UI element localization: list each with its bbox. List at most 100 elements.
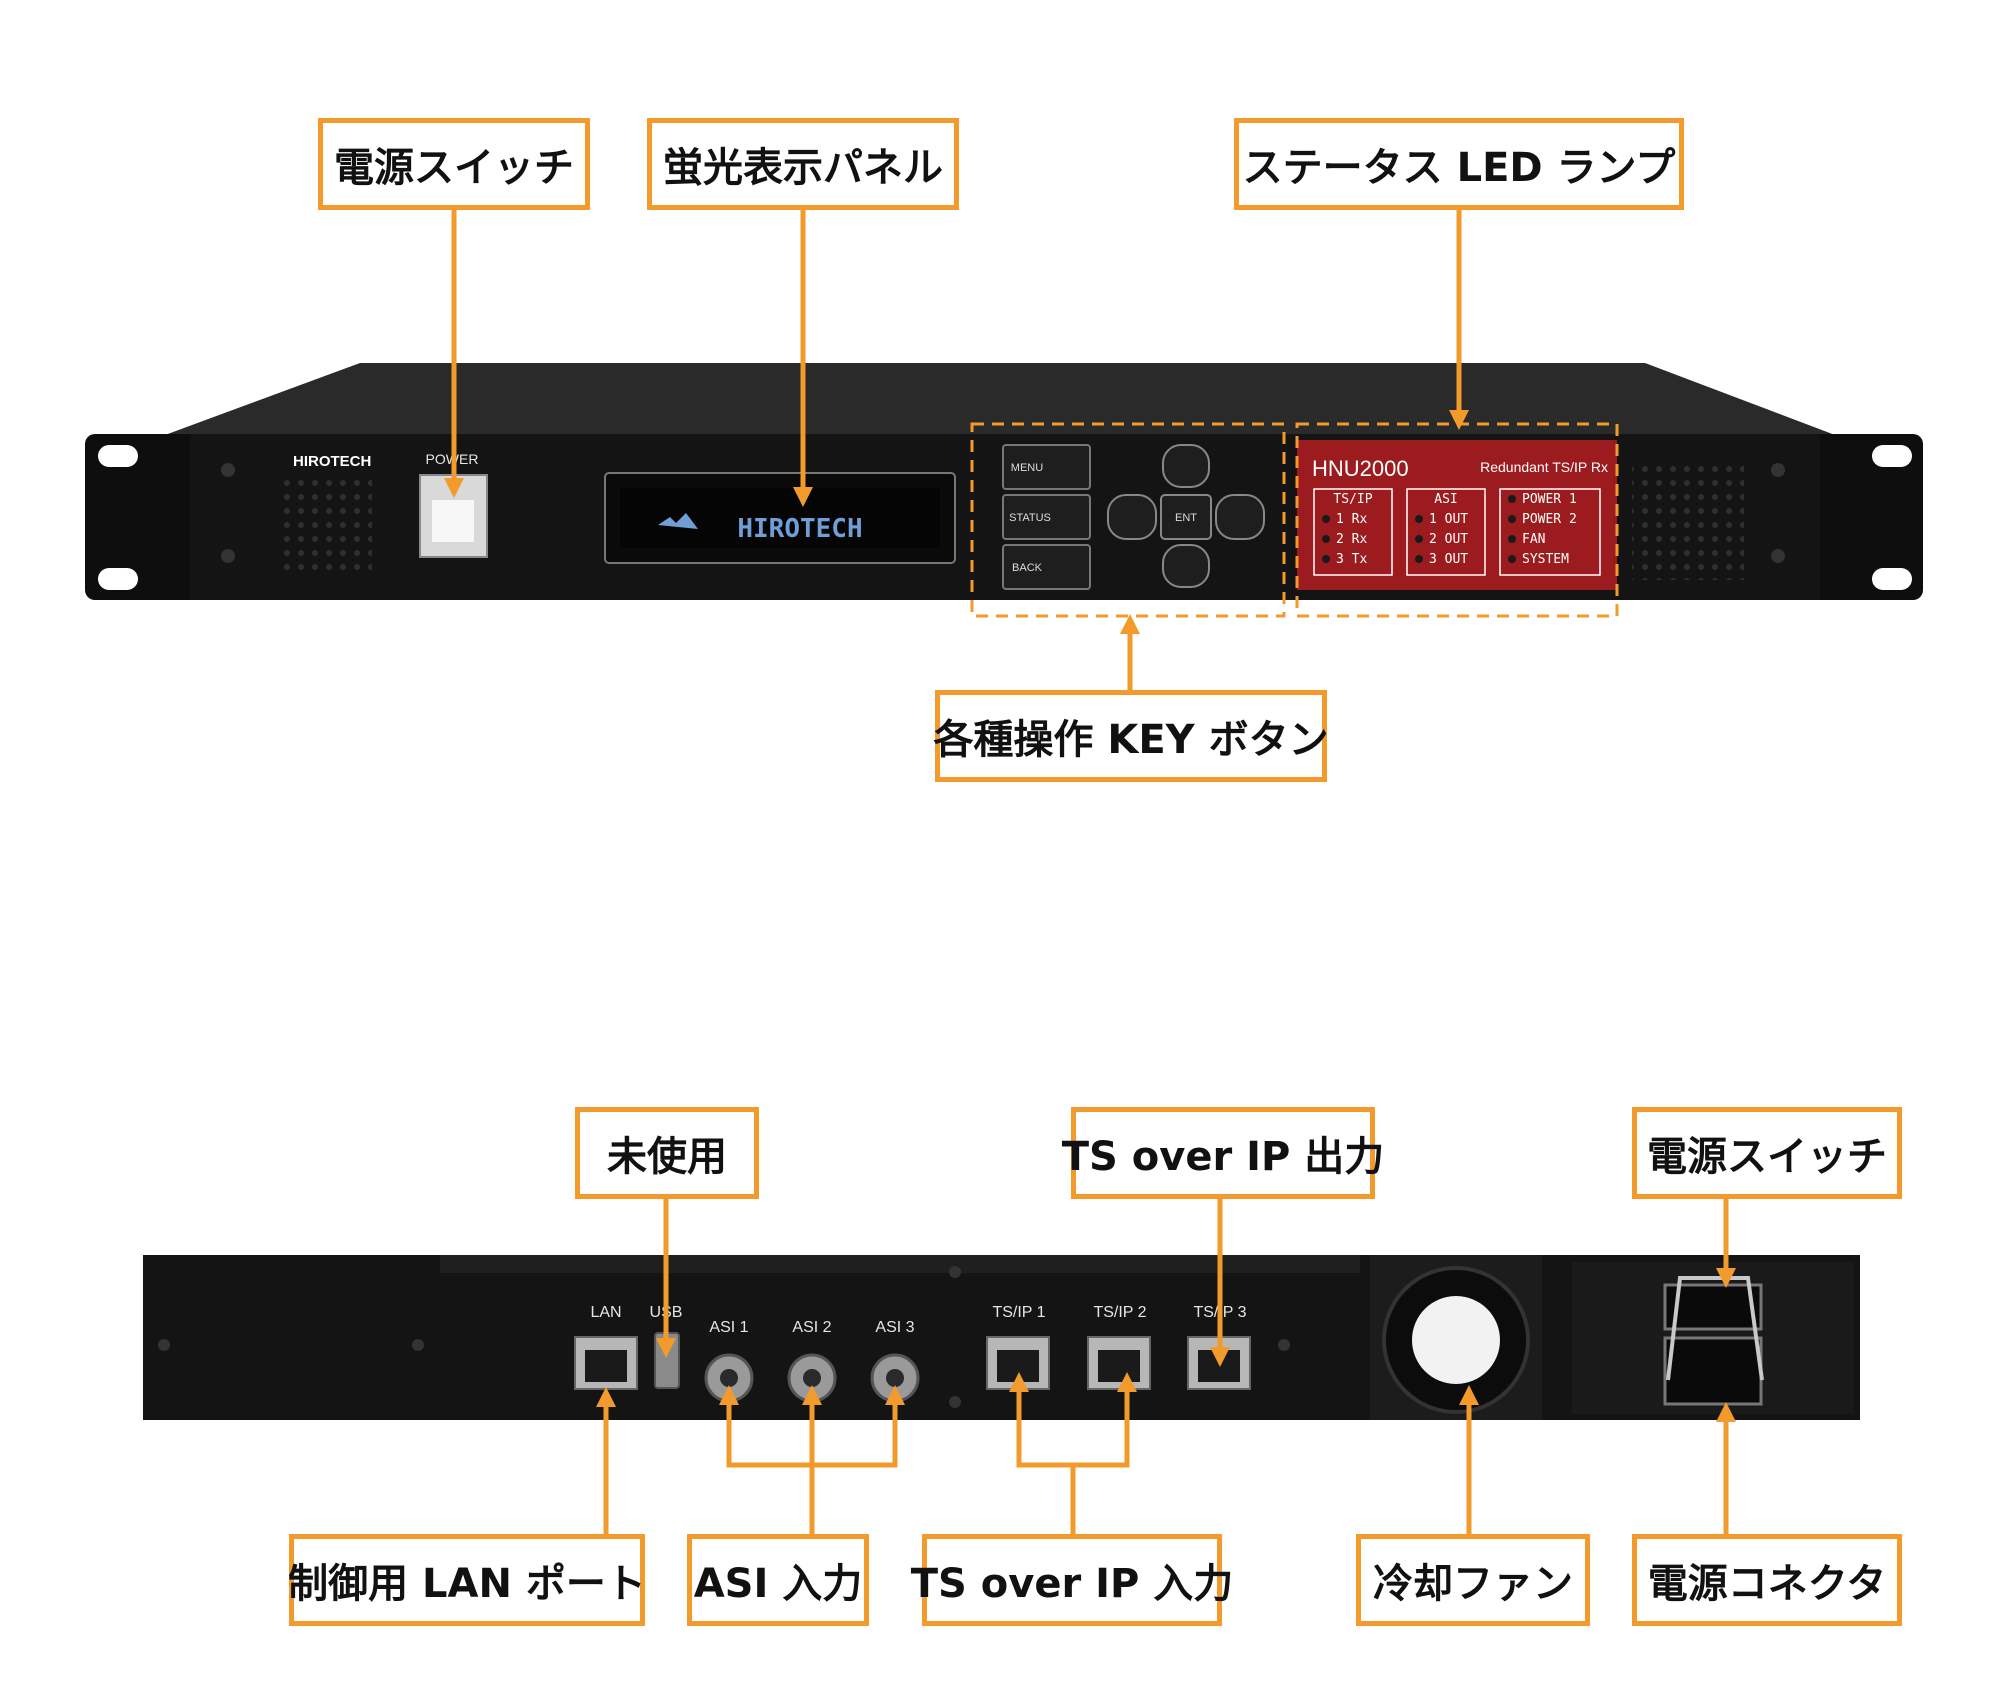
callout-vfd-panel: 蛍光表示パネル	[647, 118, 959, 210]
tsip3-port[interactable]	[1187, 1336, 1251, 1390]
front-rack-ear-left	[85, 434, 200, 600]
led-label: POWER 2	[1522, 512, 1577, 527]
asi3-bnc-connector[interactable]	[870, 1353, 920, 1403]
callout-ts-over-ip-in: TS over IP 入力	[911, 1534, 1233, 1626]
front-power-switch[interactable]	[419, 474, 488, 558]
model-description: Redundant TS/IP Rx	[1480, 459, 1608, 475]
rear-screw	[158, 1339, 170, 1351]
asi2-bnc-connector[interactable]	[787, 1353, 837, 1403]
menu-key[interactable]	[1002, 444, 1091, 490]
vfd-display	[620, 488, 940, 548]
ent-key-label: ENT	[1175, 512, 1197, 524]
arrowhead	[802, 1385, 822, 1405]
asi2-bnc-center	[803, 1369, 821, 1387]
vfd-display-bezel	[604, 472, 956, 564]
cooling-fan-hub	[1412, 1296, 1500, 1384]
status-key[interactable]	[1002, 494, 1091, 540]
port-label-tsip2: TS/IP 2	[1093, 1304, 1146, 1321]
ent-key[interactable]	[1160, 494, 1212, 540]
arrowhead	[719, 1385, 739, 1405]
front-chassis-top	[165, 363, 1835, 435]
front-ear-hole	[98, 568, 138, 590]
arrowheads	[444, 410, 1736, 1422]
tsip1-port[interactable]	[986, 1336, 1050, 1390]
led-group-box	[1499, 488, 1601, 576]
arrowhead	[1009, 1372, 1029, 1392]
callout-key-buttons: 各種操作 KEY ボタン	[933, 690, 1329, 782]
status-key-label: STATUS	[1009, 512, 1051, 524]
cooling-fan-housing	[1370, 1255, 1542, 1420]
front-power-label: POWER	[426, 451, 479, 467]
led-indicator	[1322, 515, 1330, 523]
arrow-right-key[interactable]	[1215, 494, 1265, 540]
lan-port[interactable]	[574, 1336, 638, 1390]
arrowhead	[1117, 1372, 1137, 1392]
led-indicator	[1508, 535, 1516, 543]
port-label-lan: LAN	[590, 1304, 621, 1321]
status-led-panel	[1297, 440, 1617, 590]
front-screw	[1771, 549, 1785, 563]
rear-screw	[412, 1339, 424, 1351]
rear-power-switch[interactable]	[1663, 1283, 1763, 1331]
rear-screw	[1841, 1339, 1853, 1351]
cooling-fan	[1382, 1266, 1530, 1414]
arrowhead	[1120, 614, 1140, 634]
callout-power-switch-rear: 電源スイッチ	[1632, 1107, 1902, 1199]
led-label: 2 OUT	[1429, 532, 1468, 547]
asi3-bnc-center	[886, 1369, 904, 1387]
port-label-asi2: ASI 2	[792, 1319, 831, 1336]
arrowhead	[596, 1387, 616, 1407]
leader-lines	[451, 210, 1729, 1534]
usb-port[interactable]	[654, 1332, 680, 1389]
asi1-bnc-center	[720, 1369, 738, 1387]
front-screw	[221, 463, 235, 477]
callout-cooling-fan: 冷却ファン	[1356, 1534, 1590, 1626]
rear-screw	[949, 1266, 961, 1278]
led-label: POWER 1	[1522, 492, 1577, 507]
rear-screw	[1278, 1339, 1290, 1351]
callout-power-connector: 電源コネクタ	[1632, 1534, 1902, 1626]
port-label-usb: USB	[650, 1304, 683, 1321]
arrowhead	[656, 1338, 676, 1358]
arrowhead	[885, 1385, 905, 1405]
rear-unit: LAN USB ASI 1 ASI 2 ASI 3 TS/IP 1 TS/IP …	[143, 1255, 1860, 1420]
led-label: 1 Rx	[1336, 512, 1367, 527]
arrowhead	[1716, 1402, 1736, 1422]
led-indicator	[1322, 535, 1330, 543]
front-brand-logo: HIROTECH	[293, 453, 371, 470]
callout-ts-over-ip-out: TS over IP 出力	[1062, 1107, 1384, 1199]
front-ear-hole	[1872, 568, 1912, 590]
front-panel	[190, 434, 1820, 600]
tsip2-port[interactable]	[1087, 1336, 1151, 1390]
led-label: 3 OUT	[1429, 552, 1468, 567]
rear-panel	[143, 1255, 1860, 1420]
callout-lan-port: 制御用 LAN ポート	[288, 1534, 646, 1626]
asi1-bnc-connector[interactable]	[704, 1353, 754, 1403]
power-connector-clip	[1666, 1276, 1764, 1381]
model-name: HNU2000	[1312, 456, 1409, 481]
led-indicator	[1508, 495, 1516, 503]
led-indicator	[1508, 555, 1516, 563]
arrowhead	[1210, 1347, 1230, 1367]
vfd-logo-mark	[658, 513, 698, 529]
power-connector[interactable]	[1663, 1336, 1763, 1406]
front-rack-ear-right	[1808, 434, 1923, 600]
callout-unused: 未使用	[575, 1107, 759, 1199]
front-vent-right	[1632, 462, 1744, 580]
led-label: 3 Tx	[1336, 552, 1367, 567]
led-group-box	[1406, 488, 1486, 576]
led-label: 1 OUT	[1429, 512, 1468, 527]
led-indicator	[1322, 555, 1330, 563]
leader-asi-in	[726, 1395, 898, 1534]
tsip1-port-socket	[997, 1350, 1039, 1382]
back-key[interactable]	[1002, 544, 1091, 590]
led-label: 2 Rx	[1336, 532, 1367, 547]
arrow-up-key[interactable]	[1162, 444, 1210, 488]
arrow-left-key[interactable]	[1107, 494, 1157, 540]
callout-asi-in: ASI 入力	[687, 1534, 869, 1626]
led-indicator	[1508, 515, 1516, 523]
arrow-down-key[interactable]	[1162, 544, 1210, 588]
led-label: SYSTEM	[1522, 552, 1569, 567]
